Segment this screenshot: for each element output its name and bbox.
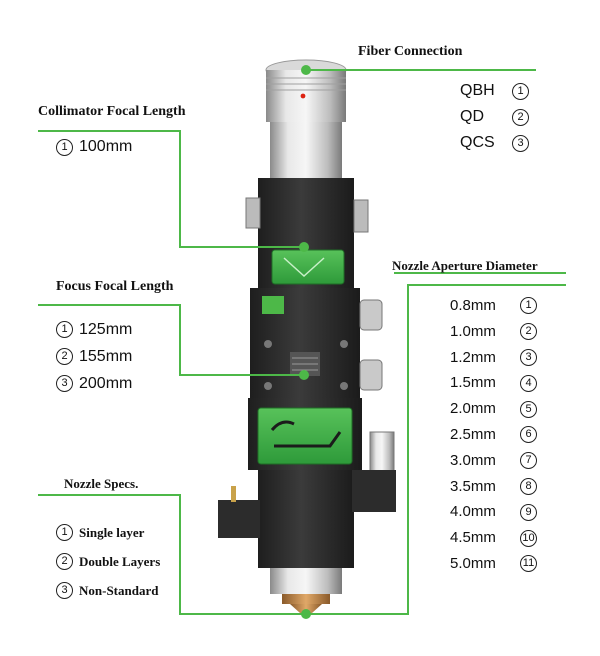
focus-title: Focus Focal Length <box>56 279 174 294</box>
focus-module <box>250 288 383 398</box>
collimator-housing <box>245 178 369 288</box>
leader-lines <box>38 69 566 615</box>
nozzle-module <box>218 470 396 613</box>
collimator-title: Collimator Focal Length <box>38 104 186 119</box>
fiber-connector <box>265 59 347 178</box>
nozzle-specs-title: Nozzle Specs. <box>64 476 139 491</box>
nozzle-aperture-title: Nozzle Aperture Diameter <box>392 258 538 273</box>
fiber-connection-title: Fiber Connection <box>358 44 463 59</box>
drawer-module <box>248 398 395 473</box>
